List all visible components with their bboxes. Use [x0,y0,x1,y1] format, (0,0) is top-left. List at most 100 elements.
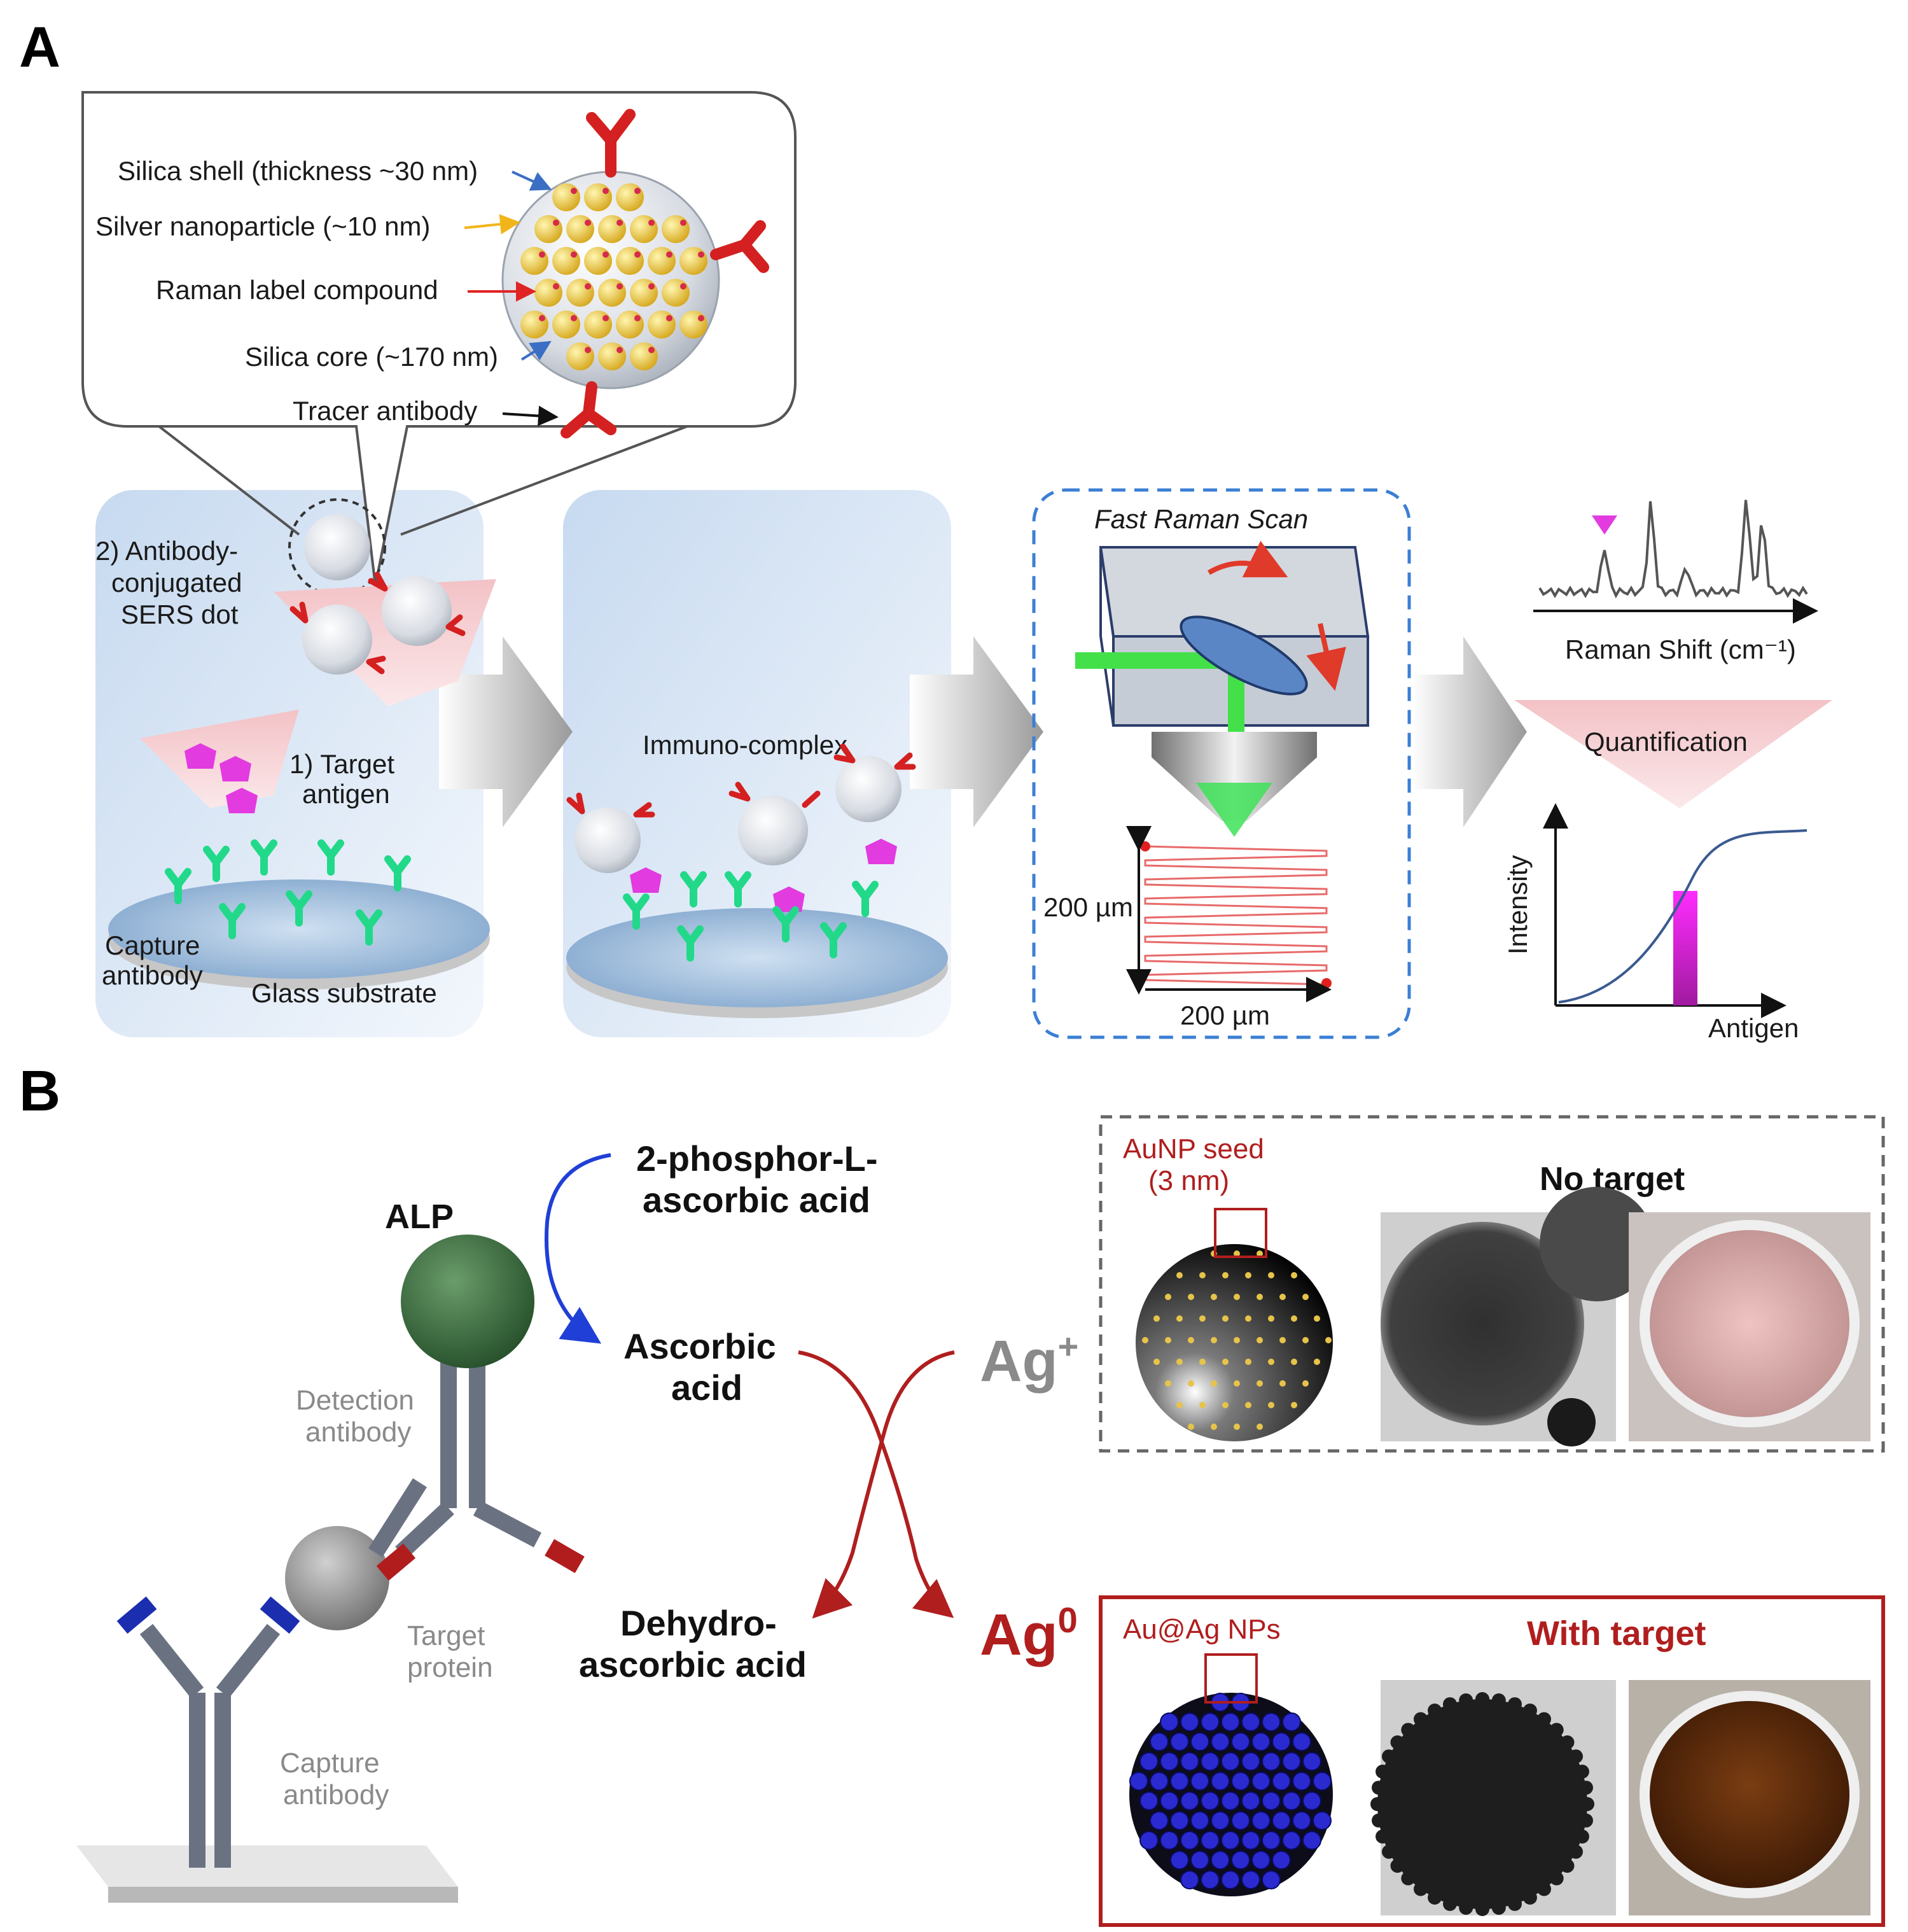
silver-nanoparticle [679,311,707,339]
tracer-antibody-bottom [561,381,616,438]
raman-label-mark [666,251,672,258]
silver-nanoparticle [598,342,626,370]
ag-shell-particle [1241,1831,1260,1850]
ag-shell-particle [1201,1831,1220,1850]
with-target-label: With target [1527,1614,1706,1653]
aunp-seed [1279,1337,1286,1343]
aunp-seed [1257,1380,1263,1387]
quantification-cone [1514,700,1832,808]
silver-nanoparticle [566,279,594,307]
ag-shell-particle [1241,1712,1260,1732]
ag-zero: Ag0 [980,1600,1078,1667]
aunp-seed [1188,1294,1194,1300]
tem-bump [1370,1797,1384,1811]
ag-shell-particle [1282,1712,1301,1732]
tem-particle-with-target [1377,1699,1587,1909]
silver-nanoparticle [616,183,644,211]
aunp-seed [1199,1359,1206,1365]
tem-bump [1475,1692,1489,1706]
aunp-seed [1188,1337,1194,1343]
target-protein [285,1526,389,1630]
ag-shell-particle [1201,1791,1220,1810]
aunp-seed [1325,1337,1332,1343]
tem-particle-no-target [1381,1222,1584,1425]
raman-label-mark [616,220,623,226]
silver-nanoparticle [679,247,707,275]
tem-bump [1580,1797,1594,1811]
bound-sers-dot-3 [835,756,902,822]
callout-leader-left [158,425,300,536]
panel-a-label: A [19,16,60,80]
raman-shift-label: Raman Shift (cm⁻¹) [1565,634,1796,664]
arrow-silica-core [520,340,552,361]
dehydro-line2: ascorbic acid [579,1644,807,1684]
label-raman-compound: Raman label compound [156,275,438,305]
aunp-seed [1302,1294,1309,1300]
silver-nanoparticle [520,247,548,275]
bound-antigens [630,839,897,912]
step2-tracer-antibodies [566,743,916,818]
tem-bump [1578,1781,1593,1795]
aunp-seed [1211,1380,1217,1387]
aunp-seed [1176,1272,1183,1278]
ag-shell-particle [1180,1831,1199,1850]
with-target-frame [1099,1595,1885,1927]
silver-nanoparticle [648,247,676,275]
quantification-label: Quantification [1584,727,1748,757]
tem-bump [1372,1813,1386,1828]
capture-b-line1: Capture [280,1747,380,1779]
raman-label-mark [539,251,545,258]
ag-shell-particle [1150,1732,1169,1751]
silver-nanoparticle [566,342,594,370]
ascorbic-line2: acid [671,1368,742,1408]
silver-nanoparticle [598,279,626,307]
raman-label-mark [585,347,591,353]
rotation-arrow [1207,540,1288,578]
no-target-box: AuNP seed (3 nm) No target [1099,1115,1885,1453]
silver-nanoparticle [648,311,676,339]
tilt-arrow [1306,623,1346,691]
tracer-antibody-right [710,220,769,273]
target-protein-line2: protein [407,1652,493,1683]
ag-shell-particle [1160,1791,1179,1810]
sers-dot-line3: SERS dot [121,599,239,629]
tem-surface-bumps [1370,1692,1594,1916]
tem-bump [1475,1902,1489,1916]
ag-shell-particle [1211,1811,1230,1830]
tem-bump [1401,1723,1416,1737]
glass-substrate [108,879,490,979]
process-arrows [439,636,1527,827]
tem-bump [1491,1693,1506,1708]
ag-shell-particle [1150,1811,1169,1830]
ag-shell-particle [1129,1772,1148,1791]
aunp-seed [1302,1380,1309,1387]
target-line2: antigen [302,779,390,809]
ag-shell-particle [1180,1752,1199,1771]
detection-antibody [368,1343,542,1559]
raman-label-mark [648,347,655,353]
raman-label-mark [571,188,577,194]
arrow-scan-result [1412,636,1527,827]
capture-antibody [139,1623,281,1868]
aunp-seed [1222,1402,1229,1408]
seed-line2: (3 nm) [1148,1165,1229,1196]
capture-line2: antibody [102,960,203,990]
laser-focus [1196,783,1272,837]
ag-shell-particle [1211,1851,1230,1870]
raman-label-mark [585,220,591,226]
ag-shell-particle [1160,1831,1179,1850]
ag-shell-particles [1129,1693,1332,1889]
seed-line1: AuNP seed [1123,1133,1264,1165]
aunp-seed [1222,1272,1229,1278]
silver-nanoparticle [552,311,580,339]
ag-shell-particle [1241,1791,1260,1810]
arrow-step1-step2 [439,636,573,827]
sers-dot-line1: 2) Antibody- [95,536,238,566]
aunp-seed [1257,1250,1263,1257]
label-silver-nanoparticle: Silver nanoparticle (~10 nm) [95,211,430,241]
tem-bump [1522,1891,1537,1905]
ag-shell-particle [1251,1851,1271,1870]
aunp-seed [1268,1272,1274,1278]
scan-end-point [1321,978,1332,988]
ag-shell-particle [1190,1772,1209,1791]
